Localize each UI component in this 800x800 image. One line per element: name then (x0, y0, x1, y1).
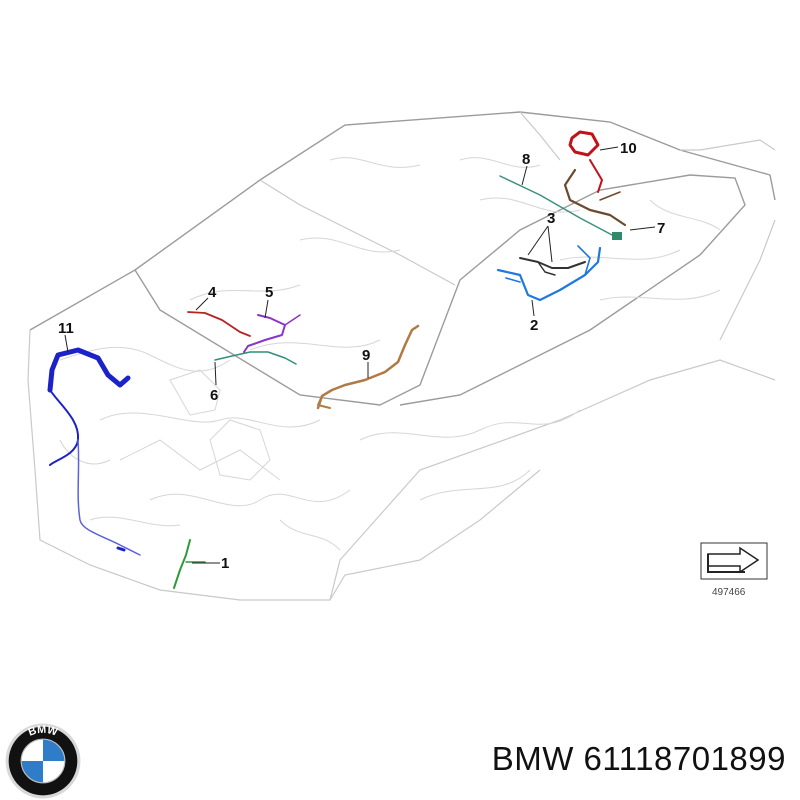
svg-text:BMW: BMW (27, 724, 60, 739)
harness-10 (568, 130, 603, 193)
engine-bay-detail (59, 157, 721, 551)
harness-5 (243, 314, 301, 353)
harness-7 (563, 168, 627, 240)
callout-8: 8 (522, 151, 530, 168)
callout-7: 7 (657, 220, 665, 237)
harness-8 (499, 175, 615, 237)
car-outline (27, 111, 776, 601)
callout-11: 11 (58, 320, 74, 337)
harness-3 (519, 257, 586, 276)
callout-5: 5 (265, 284, 273, 301)
callout-10: 10 (620, 140, 637, 157)
callout-2: 2 (530, 317, 538, 334)
harness-2 (496, 245, 602, 302)
callout-6: 6 (210, 387, 218, 404)
logo-lettering: BMW (27, 724, 60, 739)
callout-1: 1 (221, 555, 229, 572)
harness-4 (187, 311, 251, 337)
harness-11 (47, 347, 141, 556)
callout-3: 3 (547, 210, 555, 227)
harness-1 (173, 539, 206, 589)
leader-lines (64, 146, 656, 564)
brand-part-number: BMW 61118701899 (491, 740, 786, 777)
callout-9: 9 (362, 347, 370, 364)
harness-9 (316, 324, 420, 410)
reference-number: 497466 (712, 587, 746, 598)
harness-6 (214, 351, 297, 365)
bmw-logo: BMW (5, 723, 81, 799)
reference-symbol (700, 542, 768, 580)
callout-4: 4 (208, 284, 217, 301)
